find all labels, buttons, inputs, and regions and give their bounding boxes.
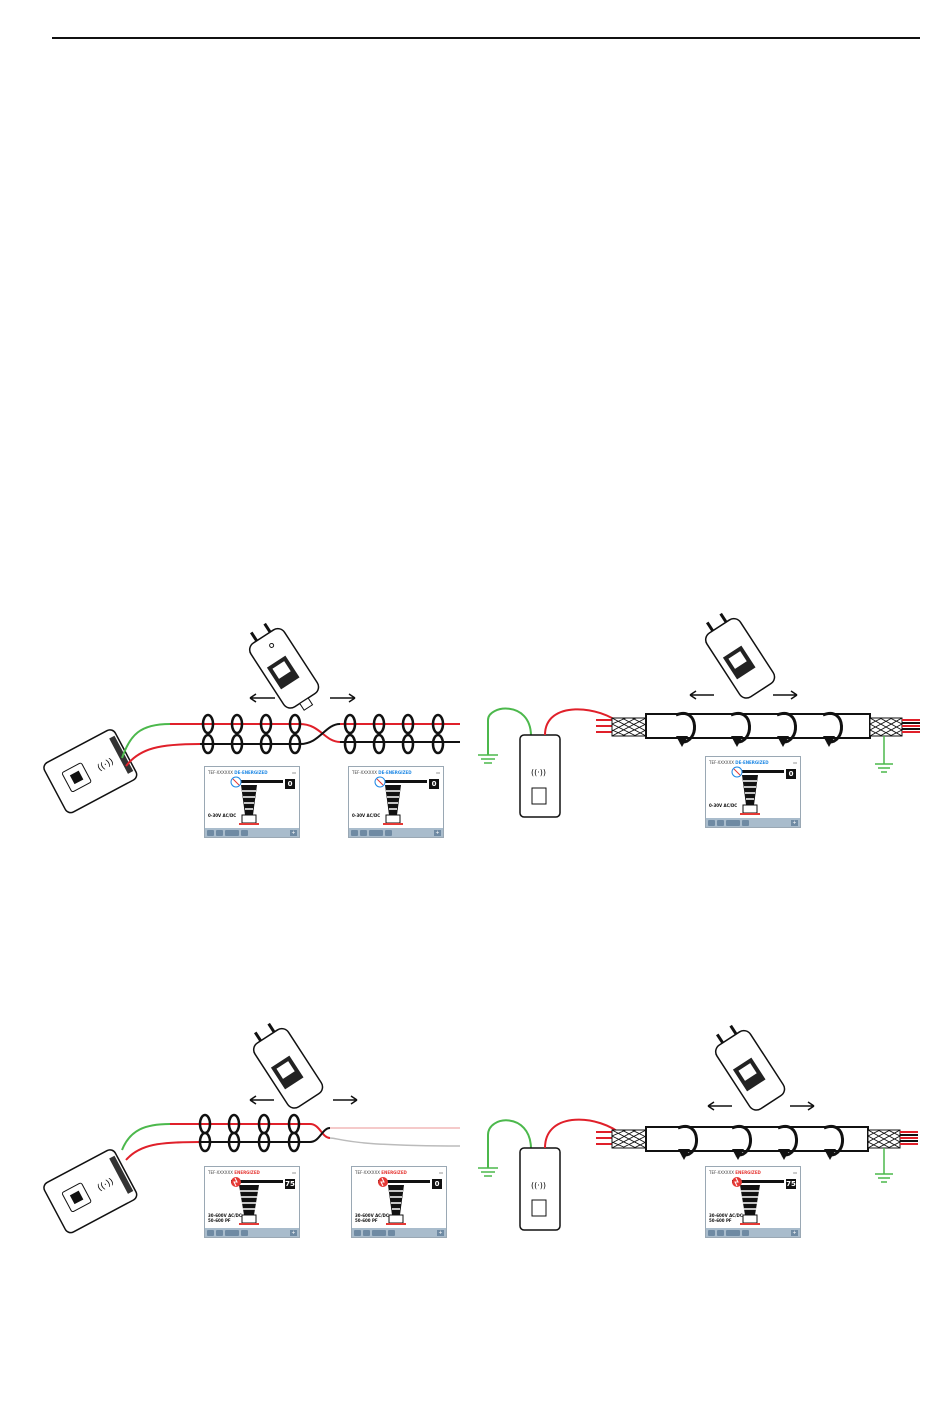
battery-icon: ▭	[793, 1170, 797, 1175]
plus-icon[interactable]: +	[791, 1229, 798, 1236]
battery-icon: ▭	[439, 1170, 443, 1175]
signal-gauge	[732, 1177, 784, 1225]
reading-value: 0	[429, 779, 439, 789]
status-label: ENERGIZED	[735, 1170, 761, 1175]
plus-icon[interactable]: +	[290, 1229, 297, 1236]
minus-icon[interactable]	[385, 829, 392, 836]
meter-screen: TEF-XXXXXX ENERGIZED ▭ 75 30-600V AC/DC …	[204, 1166, 300, 1238]
range-label: 30-600V AC/DC 50-600 PF	[355, 1213, 389, 1223]
signal-gauge	[231, 1177, 283, 1225]
meter-screen: TEF-XXXXXX DE-ENERGIZED ▭ 0 0-30V AC/DC …	[705, 756, 801, 828]
home-icon[interactable]	[708, 1229, 715, 1236]
range-label: 0-30V AC/DC	[352, 813, 381, 818]
help-icon[interactable]	[216, 1229, 223, 1236]
screen-header: TEF-XXXXXX ENERGIZED	[709, 1170, 761, 1175]
meter-screen: TEF-XXXXXX ENERGIZED ▭ 75 30-600V AC/DC …	[705, 1166, 801, 1238]
signal-gauge	[731, 766, 784, 815]
screen-toolbar: +	[349, 828, 443, 837]
signal-gauge	[378, 1177, 430, 1225]
volume-icon[interactable]	[726, 819, 740, 826]
meter-screen: TEF-XXXXXX DE-ENERGIZED ▭ 0 0-30V AC/DC …	[348, 766, 444, 838]
reading-value: 0	[285, 779, 295, 789]
screen-toolbar: +	[706, 818, 800, 827]
status-label: DE-ENERGIZED	[234, 770, 268, 775]
help-icon[interactable]	[216, 829, 223, 836]
range-label: 30-600V AC/DC 50-600 PF	[709, 1213, 743, 1223]
signal-gauge	[230, 776, 283, 825]
help-icon[interactable]	[717, 1229, 724, 1236]
signal-gauge	[374, 776, 427, 825]
home-icon[interactable]	[354, 1229, 361, 1236]
screen-header: TEF-XXXXXX DE-ENERGIZED	[709, 760, 769, 765]
range-label: 30-600V AC/DC 50-600 PF	[208, 1213, 242, 1223]
minus-icon[interactable]	[742, 1229, 749, 1236]
battery-icon: ▭	[292, 770, 296, 775]
transmitter-unit-2: ((·))	[519, 734, 561, 818]
receiver-probe	[248, 622, 320, 711]
screen-header: TEF-XXXXXX DE-ENERGIZED	[208, 770, 268, 775]
range-label: 0-30V AC/DC	[208, 813, 237, 818]
home-icon[interactable]	[207, 829, 214, 836]
meter-screen: TEF-XXXXXX ENERGIZED ▭ 0 30-600V AC/DC 5…	[351, 1166, 447, 1238]
minus-icon[interactable]	[742, 819, 749, 826]
help-icon[interactable]	[360, 829, 367, 836]
battery-icon: ▭	[793, 760, 797, 765]
status-label: ENERGIZED	[234, 1170, 260, 1175]
volume-icon[interactable]	[726, 1229, 740, 1236]
help-icon[interactable]	[363, 1229, 370, 1236]
plus-icon[interactable]: +	[290, 829, 297, 836]
meter-screen: TEF-XXXXXX DE-ENERGIZED ▭ 0 0-30V AC/DC …	[204, 766, 300, 838]
reading-value: 75	[285, 1179, 295, 1189]
home-icon[interactable]	[708, 819, 715, 826]
minus-icon[interactable]	[241, 829, 248, 836]
home-icon[interactable]	[207, 1229, 214, 1236]
volume-icon[interactable]	[225, 1229, 239, 1236]
screen-toolbar: +	[205, 1228, 299, 1237]
plus-icon[interactable]: +	[434, 829, 441, 836]
screen-toolbar: +	[352, 1228, 446, 1237]
battery-icon: ▭	[292, 1170, 296, 1175]
svg-text:((·)): ((·))	[531, 1181, 546, 1190]
reading-value: 0	[432, 1179, 442, 1189]
minus-icon[interactable]	[388, 1229, 395, 1236]
minus-icon[interactable]	[241, 1229, 248, 1236]
status-label: DE-ENERGIZED	[378, 770, 412, 775]
header-rule	[52, 37, 920, 39]
status-label: DE-ENERGIZED	[735, 760, 769, 765]
svg-text:((·)): ((·))	[531, 768, 546, 777]
battery-icon: ▭	[436, 770, 440, 775]
home-icon[interactable]	[351, 829, 358, 836]
volume-icon[interactable]	[225, 829, 239, 836]
screen-header: TEF-XXXXXX ENERGIZED	[208, 1170, 260, 1175]
volume-icon[interactable]	[372, 1229, 386, 1236]
range-label: 0-30V AC/DC	[709, 803, 738, 808]
screen-toolbar: +	[205, 828, 299, 837]
status-label: ENERGIZED	[381, 1170, 407, 1175]
reading-value: 75	[786, 1179, 796, 1189]
screen-toolbar: +	[706, 1228, 800, 1237]
screen-header: TEF-XXXXXX ENERGIZED	[355, 1170, 407, 1175]
plus-icon[interactable]: +	[437, 1229, 444, 1236]
screen-header: TEF-XXXXXX DE-ENERGIZED	[352, 770, 412, 775]
reading-value: 0	[786, 769, 796, 779]
volume-icon[interactable]	[369, 829, 383, 836]
help-icon[interactable]	[717, 819, 724, 826]
plus-icon[interactable]: +	[791, 819, 798, 826]
